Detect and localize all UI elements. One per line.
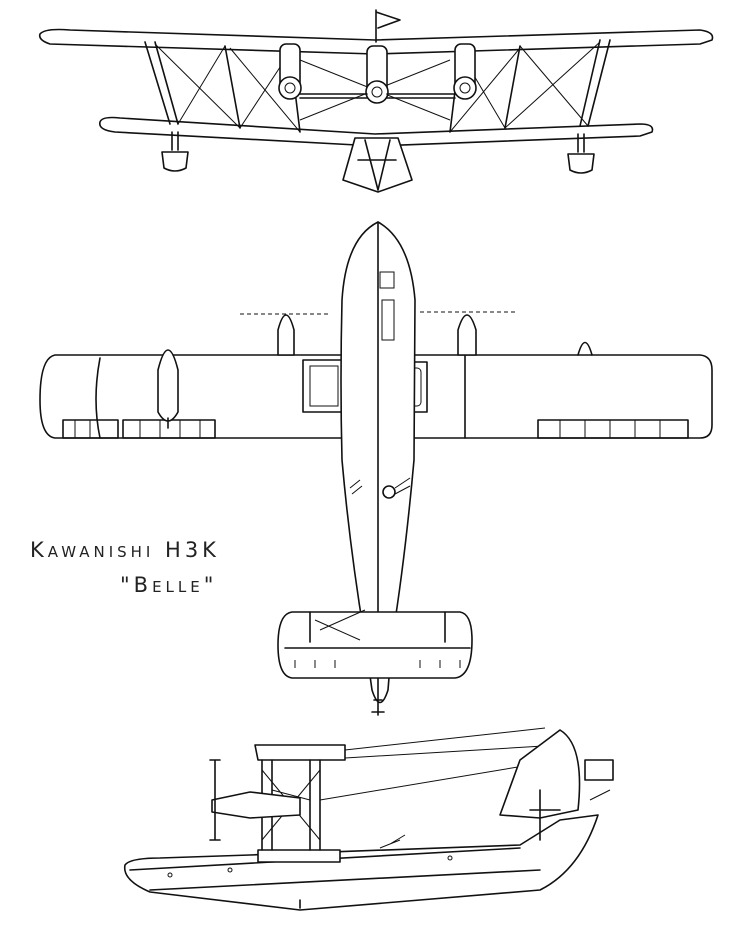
side-tail-fin — [499, 729, 581, 819]
plan-ailerons — [62, 419, 689, 439]
front-float-left — [161, 151, 189, 172]
front-engines — [278, 43, 477, 104]
side-engine — [211, 791, 301, 819]
plan-engine-right — [457, 314, 477, 356]
side-upper-wing — [254, 744, 346, 761]
plan-view — [39, 221, 713, 716]
plan-float — [157, 349, 179, 422]
front-hull — [342, 137, 413, 193]
front-float-right — [567, 153, 595, 174]
front-lower-wing — [99, 116, 654, 147]
side-lower-wing — [257, 849, 341, 863]
front-fin — [375, 9, 401, 43]
drawing-title-line1: Kawanishi H3K — [30, 538, 220, 562]
front-view — [38, 9, 714, 193]
plan-engine-left — [277, 314, 295, 356]
side-hull — [123, 814, 599, 911]
drawing-title-line2: "Belle" — [120, 573, 218, 597]
plan-tailplane — [277, 611, 473, 679]
side-view — [123, 727, 614, 911]
